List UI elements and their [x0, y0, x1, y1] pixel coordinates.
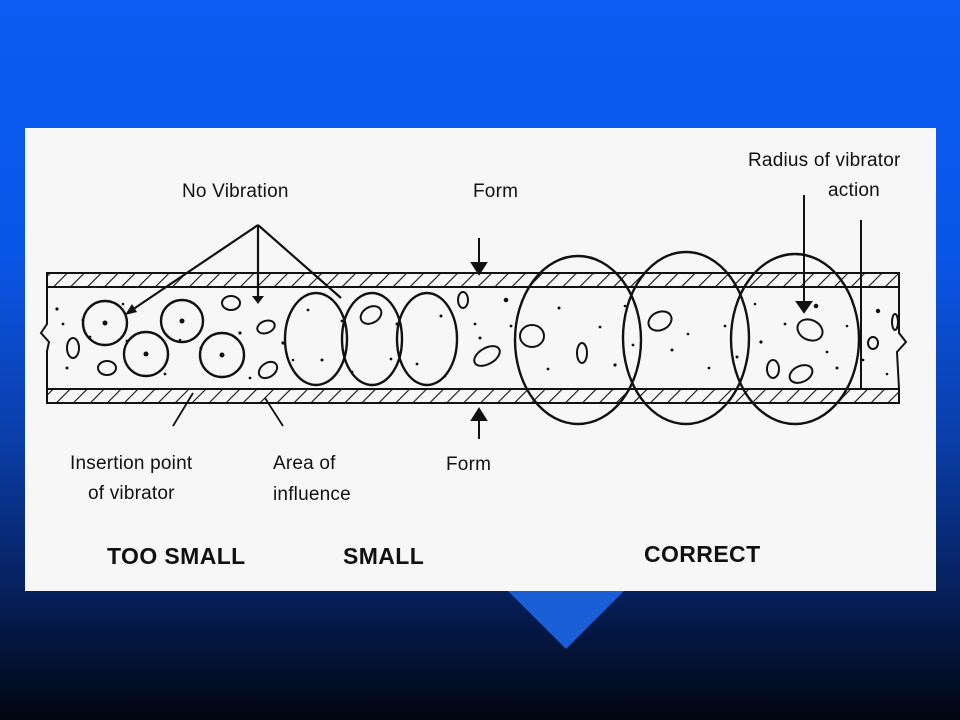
- influence-ellipse: [340, 291, 404, 387]
- influence-circle-large: [621, 250, 751, 426]
- small-influence-ellipses: [283, 291, 459, 387]
- bottom-leader-lines: [172, 392, 284, 427]
- radius-label-line1: Radius of vibrator: [748, 150, 901, 171]
- influence-circle-large: [729, 252, 861, 426]
- influence-ellipse: [395, 291, 459, 387]
- influence-circle: [159, 298, 205, 344]
- caption-correct: CORRECT: [644, 541, 761, 567]
- radius-leader-lines: [795, 195, 862, 388]
- top-form-strip: [46, 272, 900, 288]
- area-of-influence-label-line2: influence: [273, 484, 351, 505]
- form-arrows: [470, 238, 488, 439]
- influence-ellipse: [283, 291, 349, 387]
- down-pointer-triangle: [508, 591, 624, 649]
- influence-circle: [81, 299, 129, 347]
- bottom-form-strip: [46, 388, 900, 404]
- no-vibration-arrowhead: [252, 296, 264, 304]
- caption-too-small: TOO SMALL: [107, 543, 246, 569]
- influence-circle: [198, 331, 246, 379]
- vibration-diagram: [39, 195, 908, 439]
- no-vibration-label: No Vibration: [182, 181, 289, 202]
- radius-label-line2: action: [828, 180, 880, 201]
- correct-influence-circles: [513, 250, 861, 426]
- left-break-edge: [39, 287, 51, 389]
- area-of-influence-label-line1: Area of: [273, 453, 336, 474]
- no-vibration-leader-lines: [128, 224, 342, 313]
- form-top-label: Form: [473, 181, 519, 202]
- right-break-edge: [895, 287, 908, 390]
- fine-aggregate-specks: [55, 297, 889, 380]
- form-bottom-label: Form: [446, 454, 492, 475]
- too-small-insertion-dots: [102, 318, 225, 358]
- influence-circle-large: [513, 254, 643, 426]
- too-small-influence-circles: [81, 298, 246, 379]
- diagram-panel: No Vibration Form Radius of vibrator act…: [25, 128, 936, 591]
- caption-small: SMALL: [343, 543, 425, 569]
- aggregate-stones: [66, 291, 899, 384]
- insertion-point-label-line2: of vibrator: [88, 483, 175, 504]
- insertion-point-label-line1: Insertion point: [70, 453, 193, 474]
- influence-circle: [122, 330, 170, 378]
- no-vibration-arrowhead: [125, 304, 137, 315]
